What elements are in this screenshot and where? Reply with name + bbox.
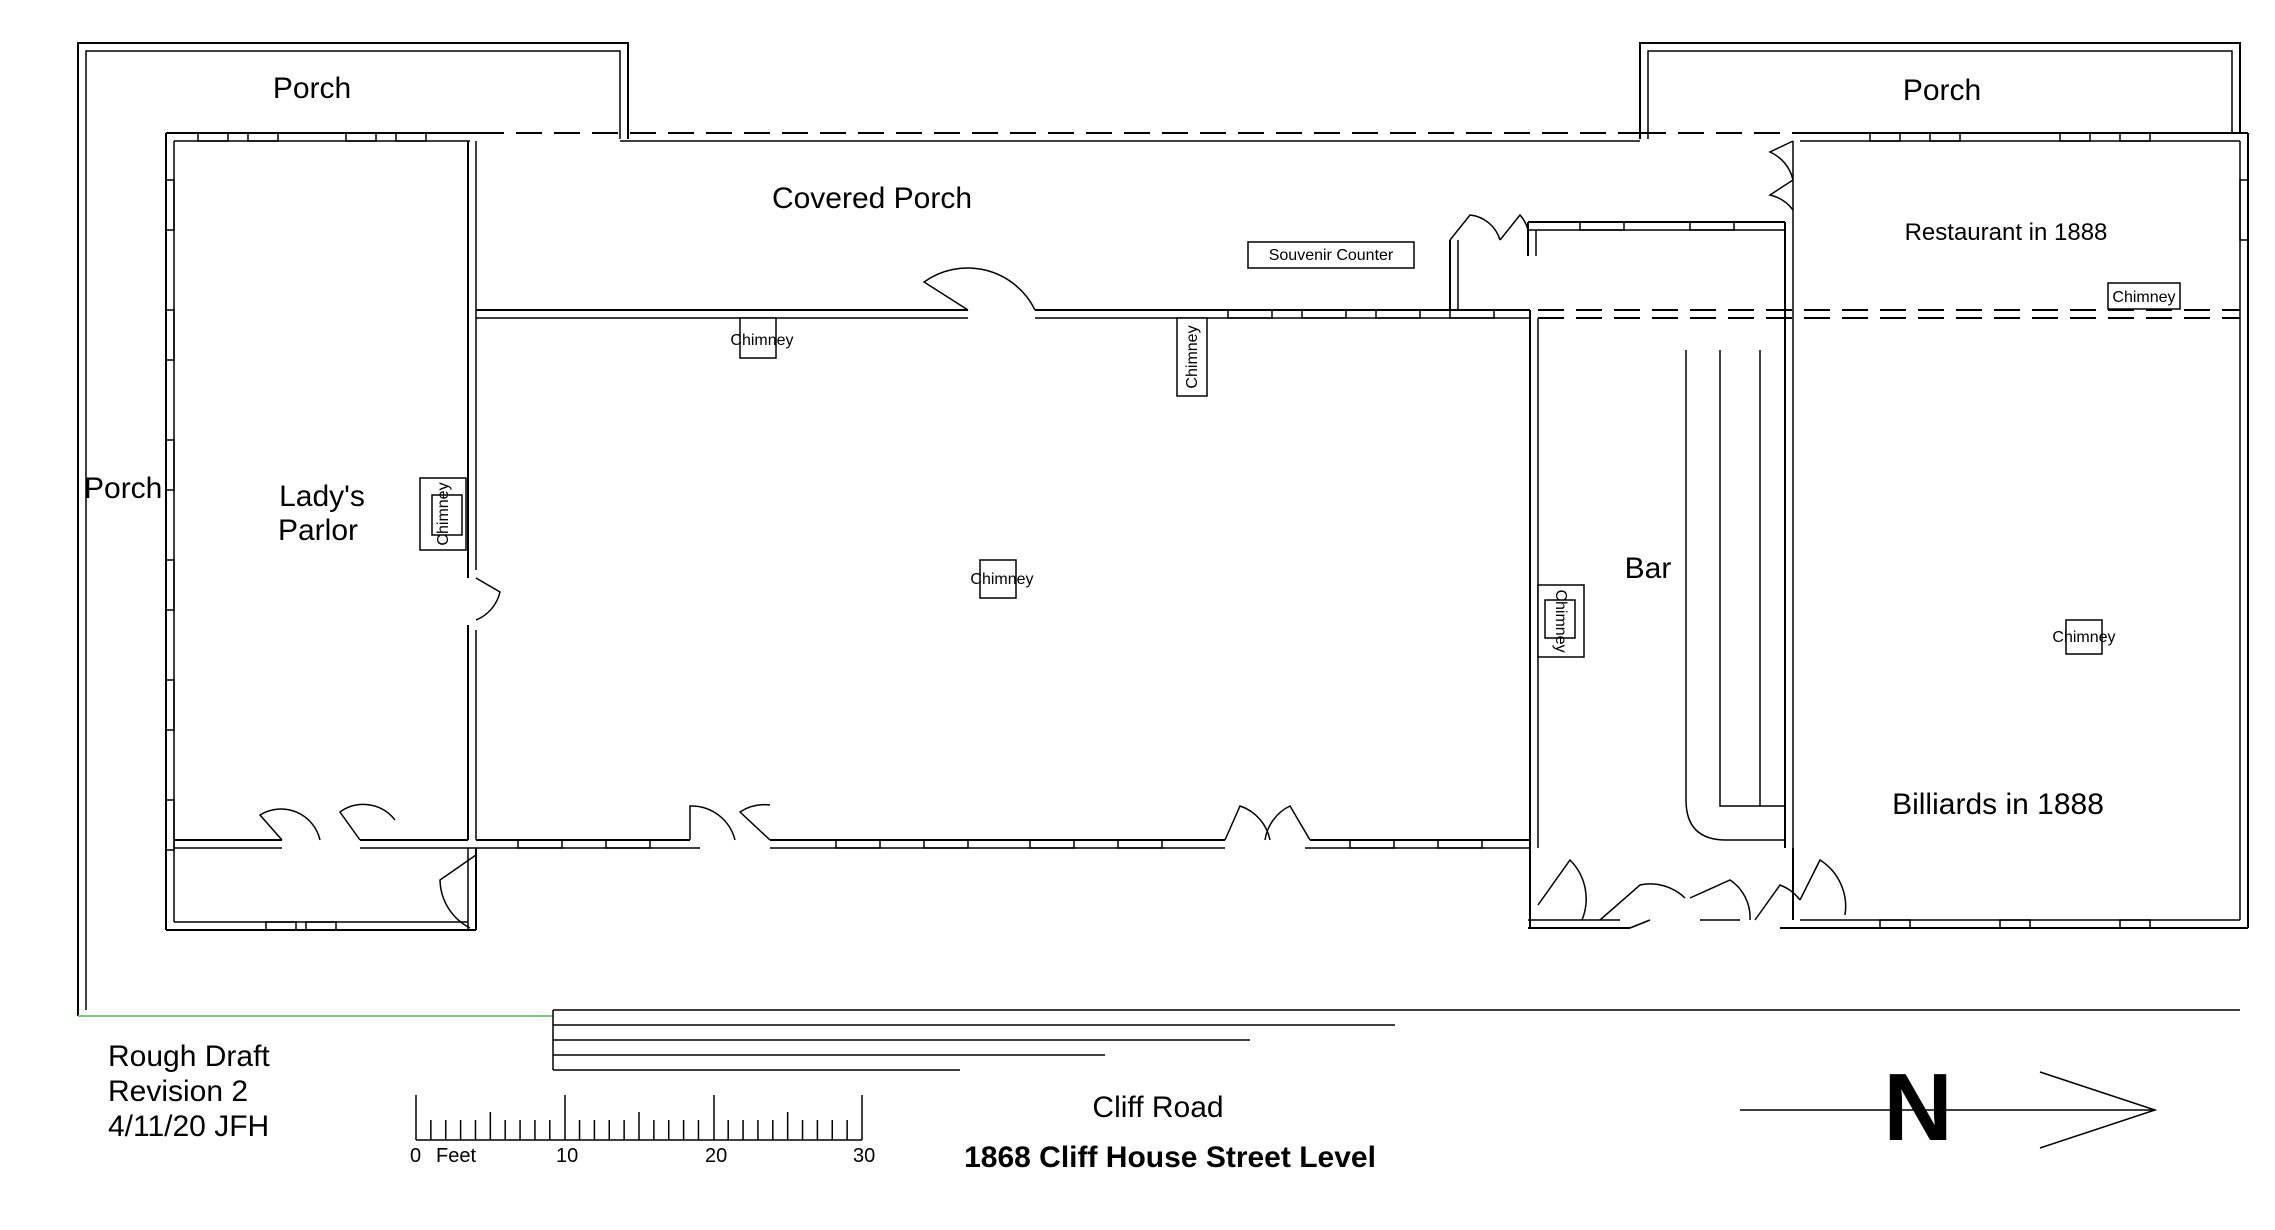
note-line: Rough Draft <box>108 1040 270 1073</box>
room-porch-label: Porch <box>84 472 162 505</box>
souvenir-counter <box>1247 241 1415 269</box>
north-arrow: N <box>1740 1054 2158 1161</box>
room-porch-label: Porch <box>1903 74 1981 107</box>
chimney-label: Chimney <box>2112 289 2175 306</box>
room-ladys-parlor-label: Lady's <box>279 480 365 513</box>
chimney-restaurant <box>2107 282 2181 310</box>
scale-label-30: 30 <box>853 1145 875 1167</box>
scale-bar: 0 Feet 10 20 30 <box>410 1095 875 1167</box>
chimney-label: Chimney <box>730 332 793 349</box>
porch-outlines <box>77 42 2241 1017</box>
chimney-main-hall <box>979 559 1017 599</box>
doors <box>258 140 1847 929</box>
note-line: Revision 2 <box>108 1075 248 1108</box>
chimney-vertical-hall <box>1176 317 1208 397</box>
room-covered-porch-label: Covered Porch <box>772 182 972 215</box>
chimney-label: Chimney <box>1552 589 1569 652</box>
chimney-label: Chimney <box>970 571 1033 588</box>
scale-unit: Feet <box>436 1145 476 1167</box>
room-porch-label: Porch <box>273 72 351 105</box>
scale-label-0: 0 <box>410 1145 421 1167</box>
souvenir-counter-label: Souvenir Counter <box>1269 247 1394 264</box>
notes: Rough Draft Revision 2 4/11/20 JFH <box>108 1040 270 1143</box>
windows <box>165 132 2249 931</box>
fixture-labels: Souvenir Counter Chimney Chimney Chimney… <box>435 247 2176 653</box>
north-letter: N <box>1883 1054 1952 1161</box>
room-labels: Porch Porch Porch Covered Porch Lady's P… <box>84 72 2107 821</box>
exterior-walls <box>165 132 2249 931</box>
drawing-title: 1868 Cliff House Street Level <box>964 1141 1376 1174</box>
chimney-billiards <box>2065 619 2103 655</box>
chimney-label: Chimney <box>435 482 452 545</box>
scale-label-10: 10 <box>556 1145 578 1167</box>
room-bar-label: Bar <box>1625 552 1672 585</box>
chimney-covered-porch <box>739 317 777 359</box>
street-label: Cliff Road <box>1092 1091 1223 1124</box>
room-ladys-parlor-label: Parlor <box>278 514 358 547</box>
chimney-label: Chimney <box>2052 629 2115 646</box>
room-billiards-label: Billiards in 1888 <box>1892 788 2104 821</box>
note-line: 4/11/20 JFH <box>108 1110 269 1143</box>
road-lines <box>552 1010 1395 1071</box>
chimney-label: Chimney <box>1184 325 1201 388</box>
interior-walls <box>174 141 2240 930</box>
room-restaurant-label: Restaurant in 1888 <box>1905 219 2108 246</box>
fixtures <box>419 241 2181 658</box>
scale-label-20: 20 <box>705 1145 727 1167</box>
